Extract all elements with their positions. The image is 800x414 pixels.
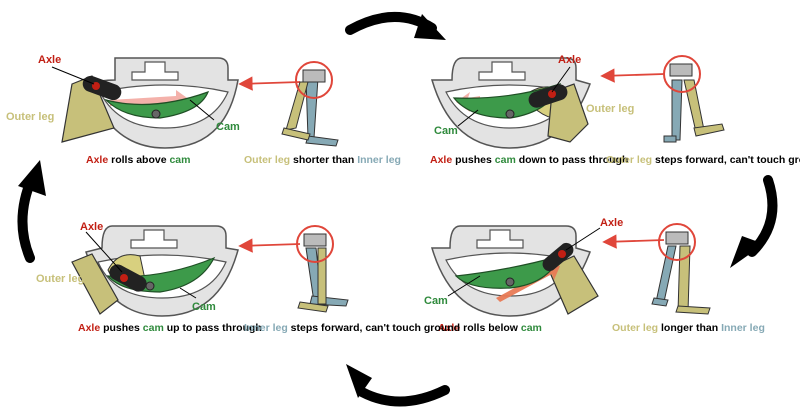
cam-label: Cam — [192, 301, 216, 313]
leg-mechanism — [296, 225, 349, 313]
axle-label: Axle — [80, 221, 103, 233]
caption: Axle rolls below cam — [438, 322, 542, 334]
cam-label: Cam — [434, 125, 458, 137]
panel-axle-above-cam: Axle Outer leg Cam Axle rolls above cam … — [6, 54, 401, 166]
axle-label: Axle — [600, 217, 623, 229]
leg-mechanism — [663, 55, 725, 143]
outer-leg-label: Outer leg — [586, 103, 634, 115]
panel-axle-pushes-cam-down: Axle Outer leg Cam Axle pushes cam down … — [430, 54, 800, 166]
cycle-arrow-right — [730, 175, 778, 268]
outer-leg-shape — [547, 255, 599, 315]
cam-label: Cam — [424, 295, 448, 307]
leg-caption: Outer leg steps forward, can't touch gro… — [606, 154, 800, 166]
axle-label: Axle — [558, 54, 581, 66]
cam-shape — [454, 255, 562, 289]
cycle-arrow-top — [345, 12, 446, 40]
leg-caption: Outer leg longer than Inner leg — [612, 322, 765, 334]
leg-caption: Inner leg steps forward, can't touch gro… — [244, 322, 460, 334]
cam-shape — [104, 90, 210, 119]
leg-mechanism — [651, 223, 711, 315]
outer-leg-label: Outer leg — [36, 273, 84, 285]
panel-axle-below-cam: Axle Cam Axle rolls below cam Outer leg … — [424, 217, 765, 334]
cycle-arrow-left — [17, 160, 46, 263]
caption: Axle pushes cam up to pass through — [78, 322, 262, 334]
outer-leg-shape — [71, 253, 119, 315]
panel-axle-pushes-cam-up: Axle Outer leg Cam Axle pushes cam up to… — [36, 221, 460, 334]
leg-mechanism — [281, 61, 339, 147]
caption: Axle pushes cam down to pass through — [430, 154, 628, 166]
outer-leg-label: Outer leg — [6, 111, 54, 123]
cam-label: Cam — [216, 121, 240, 133]
leg-caption: Outer leg shorter than Inner leg — [244, 154, 401, 166]
axle-label: Axle — [38, 54, 61, 66]
caption: Axle rolls above cam — [86, 154, 190, 166]
cycle-arrow-bottom — [346, 364, 450, 407]
